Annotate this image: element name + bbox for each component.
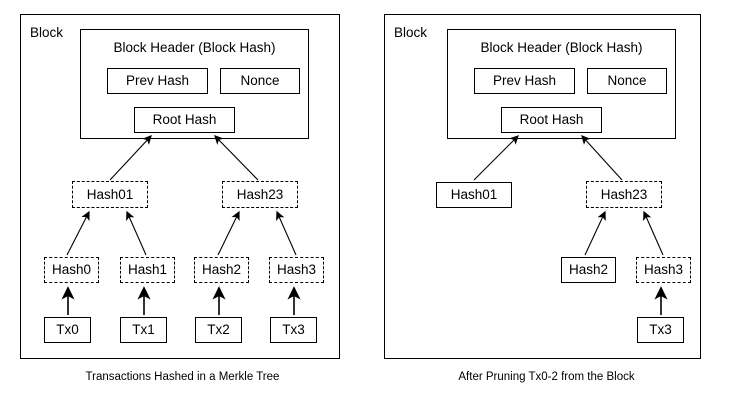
root-hash-box-right: Root Hash [501, 107, 602, 133]
tx1-box-left: Tx1 [120, 317, 167, 343]
nonce-box-right: Nonce [587, 68, 667, 94]
hash23-box-right: Hash23 [586, 181, 662, 208]
root-hash-box-left: Root Hash [134, 107, 235, 133]
hash01-box-right: Hash01 [436, 182, 512, 208]
hash23-box-left: Hash23 [222, 181, 298, 208]
hash3-box-left: Hash3 [269, 257, 324, 283]
block-label-right: Block [394, 25, 428, 40]
caption-right: After Pruning Tx0-2 from the Block [458, 371, 635, 383]
prev-hash-box-right: Prev Hash [474, 68, 575, 94]
block-label-left: Block [30, 25, 64, 40]
hash3-box-right: Hash3 [636, 257, 691, 283]
block-header-title-right: Block Header (Block Hash) [480, 40, 643, 55]
block-header-title-left: Block Header (Block Hash) [113, 40, 276, 55]
nonce-box-left: Nonce [220, 68, 300, 94]
prev-hash-box-left: Prev Hash [107, 68, 208, 94]
hash2-box-left: Hash2 [194, 257, 249, 283]
hash0-box-left: Hash0 [44, 257, 99, 283]
hash1-box-left: Hash1 [120, 257, 175, 283]
tx2-box-left: Tx2 [195, 317, 242, 343]
hash01-box-left: Hash01 [72, 181, 148, 208]
panel-left: Block Block Header (Block Hash) Prev Has… [20, 14, 340, 383]
caption-left: Transactions Hashed in a Merkle Tree [85, 371, 280, 383]
tx0-box-left: Tx0 [44, 317, 91, 343]
tx3-box-left: Tx3 [270, 317, 317, 343]
hash2-box-right: Hash2 [561, 257, 616, 283]
tx3-box-right: Tx3 [637, 317, 684, 343]
